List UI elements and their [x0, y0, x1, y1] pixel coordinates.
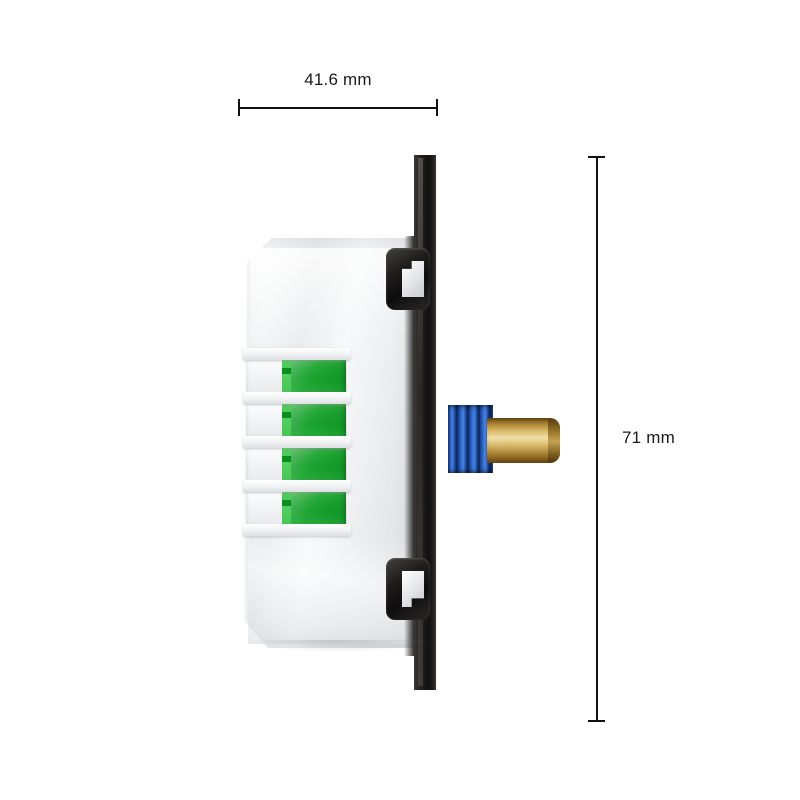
terminal-block-notch	[282, 456, 291, 462]
width-dimension-tick-right	[436, 99, 438, 116]
width-dimension-label: 41.6 mm	[304, 70, 372, 89]
terminal-row	[246, 444, 347, 489]
terminal-divider-fin	[243, 524, 351, 536]
width-dimension-tick-left	[238, 99, 240, 116]
terminal-block-notch	[282, 368, 291, 374]
terminal-block-notch	[282, 500, 291, 506]
terminal-block-sheen	[291, 359, 346, 396]
terminal-block-sheen	[291, 447, 346, 484]
terminal-block-highlight	[282, 359, 291, 396]
height-dimension-tick-bottom	[588, 720, 605, 722]
width-dimension-line	[238, 107, 438, 109]
height-dimension-label: 71 mm	[622, 428, 675, 447]
height-dimension-tick-top	[588, 156, 605, 158]
terminal-block-highlight	[282, 403, 291, 440]
terminal-divider-fin	[243, 392, 351, 404]
terminal-block-green	[282, 359, 346, 396]
brass-shaft-end-cap	[548, 419, 560, 462]
terminal-block-green	[282, 447, 346, 484]
knurled-collar	[448, 405, 493, 473]
bracket-cutout	[402, 571, 424, 607]
bracket-cutout	[402, 261, 424, 297]
terminal-block-sheen	[291, 403, 346, 440]
brass-shaft	[487, 418, 560, 463]
terminal-block-highlight	[282, 491, 291, 528]
terminal-divider-fin	[243, 480, 351, 492]
terminal-block-highlight	[282, 447, 291, 484]
terminal-block-green	[282, 491, 346, 528]
terminal-block-green	[282, 403, 346, 440]
terminal-block-notch	[282, 412, 291, 418]
terminal-divider-fin	[243, 348, 351, 360]
terminal-divider-fin	[243, 436, 351, 448]
mounting-bracket-lower	[386, 558, 430, 620]
mounting-bracket-upper	[386, 248, 430, 310]
terminal-block-sheen	[291, 491, 346, 528]
height-dimension-line	[596, 156, 598, 722]
